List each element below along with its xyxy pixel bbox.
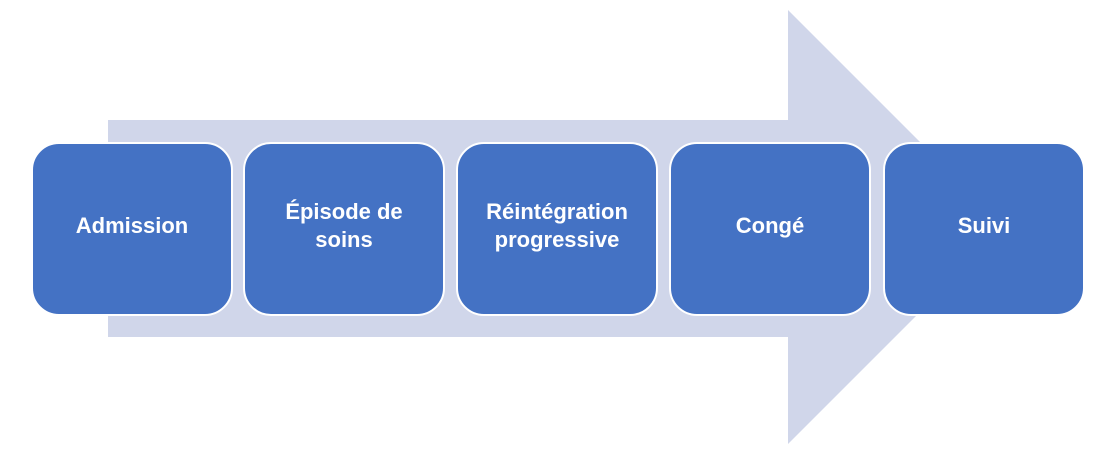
step-label: Congé (735, 213, 805, 238)
step-suivi: Suivi (883, 142, 1085, 316)
step-label: Réintégration progressive (486, 199, 628, 252)
step-reintegration-progressive: Réintégration progressive (456, 142, 658, 316)
step-admission: Admission (31, 142, 233, 316)
step-episode-de-soins: Épisode de soins (243, 142, 445, 316)
step-conge: Congé (669, 142, 871, 316)
step-label: Admission (75, 213, 189, 238)
step-label: Épisode de soins (285, 199, 403, 252)
step-label: Suivi (957, 213, 1011, 238)
